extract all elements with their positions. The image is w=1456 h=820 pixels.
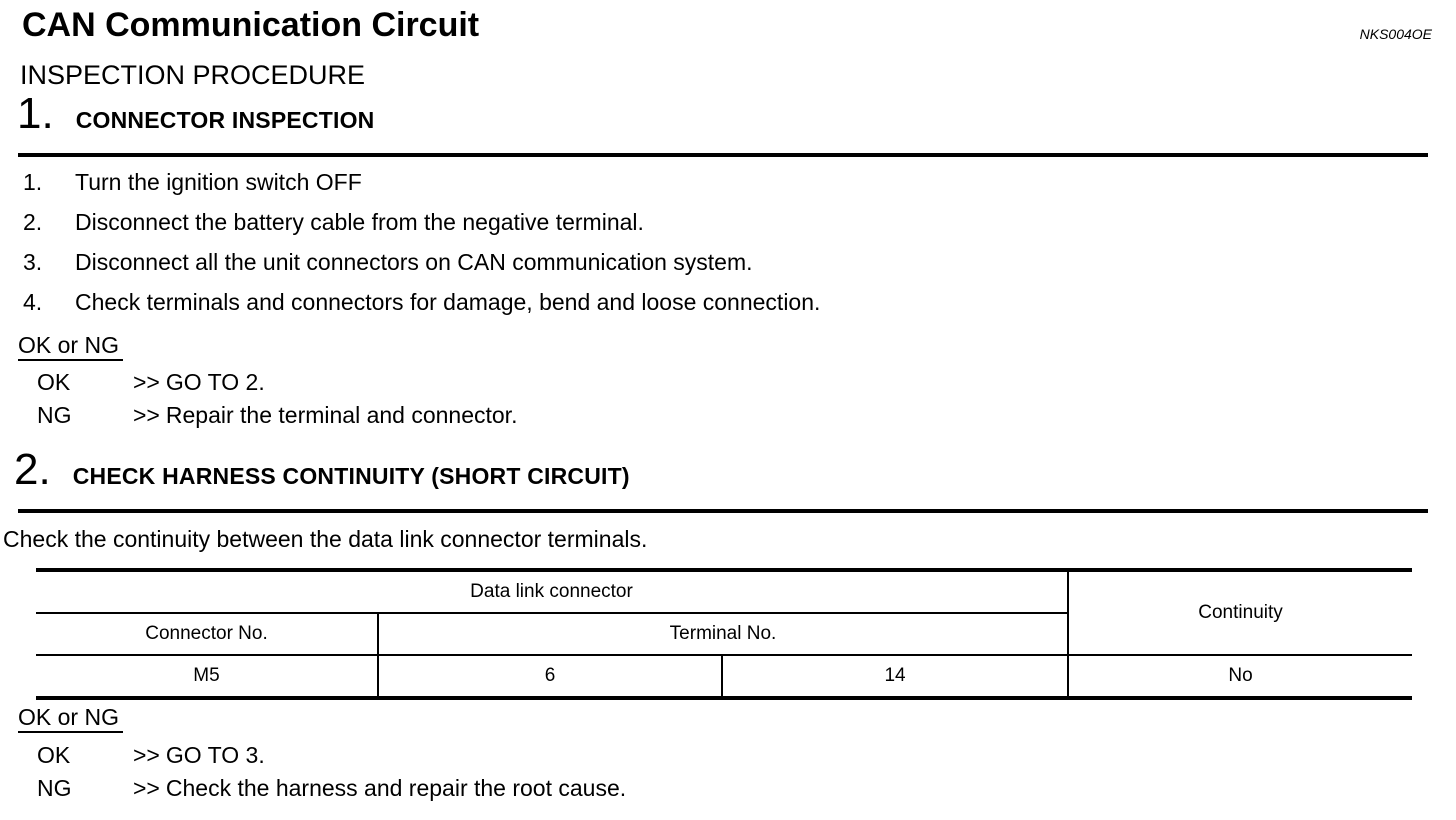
result-label: OK	[37, 369, 71, 395]
table-row: M5 6 14 No	[36, 655, 1413, 698]
connector-no-header: Connector No.	[36, 613, 378, 656]
ok-or-ng-label-2: OK or NG	[18, 704, 123, 733]
section-1-steps-list: 1. Turn the ignition switch OFF 2. Disconn…	[23, 162, 820, 322]
connector-no-cell: M5	[193, 665, 220, 686]
section-1-title: CONNECTOR INSPECTION	[75, 107, 375, 133]
step-item: 4. Check terminals and connectors for dam…	[23, 282, 820, 322]
step-item: 3. Disconnect all the unit connectors on …	[23, 242, 820, 282]
step-number: 4.	[23, 289, 43, 315]
section-1-number: 1.	[17, 89, 54, 138]
continuity-table-grid: Data link connector Continuity Connector…	[36, 568, 1413, 700]
section-2-heading: 2. CHECK HARNESS CONTINUITY (SHORT CIRCU…	[14, 448, 630, 492]
result-label: NG	[37, 775, 72, 801]
step-number: 1.	[23, 169, 43, 195]
step-number: 2.	[23, 209, 43, 235]
table-subheader-row: Connector No. Terminal No.	[36, 613, 1412, 656]
page-title: CAN Communication Circuit	[22, 6, 480, 44]
step-number: 3.	[23, 249, 43, 275]
result-action: GO TO 2.	[165, 369, 265, 395]
result-row: NG >>Repair the terminal and connector.	[37, 399, 517, 432]
result-arrow: >>	[133, 775, 160, 801]
continuity-cell: No	[1067, 655, 1413, 698]
section-2-title: CHECK HARNESS CONTINUITY (SHORT CIRCUIT)	[72, 463, 630, 489]
continuity-header: Continuity	[1067, 570, 1413, 656]
table-group-header-row: Data link connector Continuity	[36, 570, 1413, 656]
result-arrow: >>	[133, 369, 160, 395]
result-row: OK >>GO TO 2.	[37, 366, 517, 399]
terminal-2-cell: 14	[720, 655, 1069, 698]
step-text: Turn the ignition switch OFF	[75, 169, 362, 195]
step-item: 1. Turn the ignition switch OFF	[23, 162, 820, 202]
section-2-divider	[18, 509, 1428, 513]
section-2-results: OK >>GO TO 3. NG >>Check the harness and r…	[37, 739, 626, 805]
result-arrow: >>	[133, 402, 160, 428]
result-label: OK	[37, 742, 71, 768]
result-action: Check the harness and repair the root ca…	[165, 775, 627, 801]
result-label: NG	[37, 402, 72, 428]
continuity-check-intro: Check the continuity between the data li…	[3, 526, 648, 552]
inspection-procedure-subtitle: INSPECTION PROCEDURE	[20, 60, 366, 90]
document-code: NKS004OE	[1359, 26, 1432, 42]
section-1-results: OK >>GO TO 2. NG >>Repair the terminal and…	[37, 366, 517, 432]
result-row: OK >>GO TO 3.	[37, 739, 626, 772]
ok-or-ng-label-1: OK or NG	[18, 332, 123, 361]
step-text: Disconnect all the unit connectors on CA…	[75, 249, 753, 275]
result-row: NG >>Check the harness and repair the roo…	[37, 772, 626, 805]
step-text: Check terminals and connectors for damag…	[75, 289, 821, 315]
result-action: GO TO 3.	[165, 742, 265, 768]
terminal-1-cell: 6	[377, 655, 722, 698]
data-link-connector-header: Data link connector	[36, 570, 1069, 614]
section-1-heading: 1. CONNECTOR INSPECTION	[17, 92, 374, 136]
result-arrow: >>	[133, 742, 160, 768]
section-2-number: 2.	[14, 445, 51, 494]
section-1-divider	[18, 153, 1428, 157]
continuity-table: Data link connector Continuity Connector…	[36, 568, 1413, 700]
terminal-no-header: Terminal No.	[376, 613, 1069, 656]
step-item: 2. Disconnect the battery cable from the …	[23, 202, 820, 242]
step-text: Disconnect the battery cable from the ne…	[75, 209, 644, 235]
result-action: Repair the terminal and connector.	[165, 402, 518, 428]
